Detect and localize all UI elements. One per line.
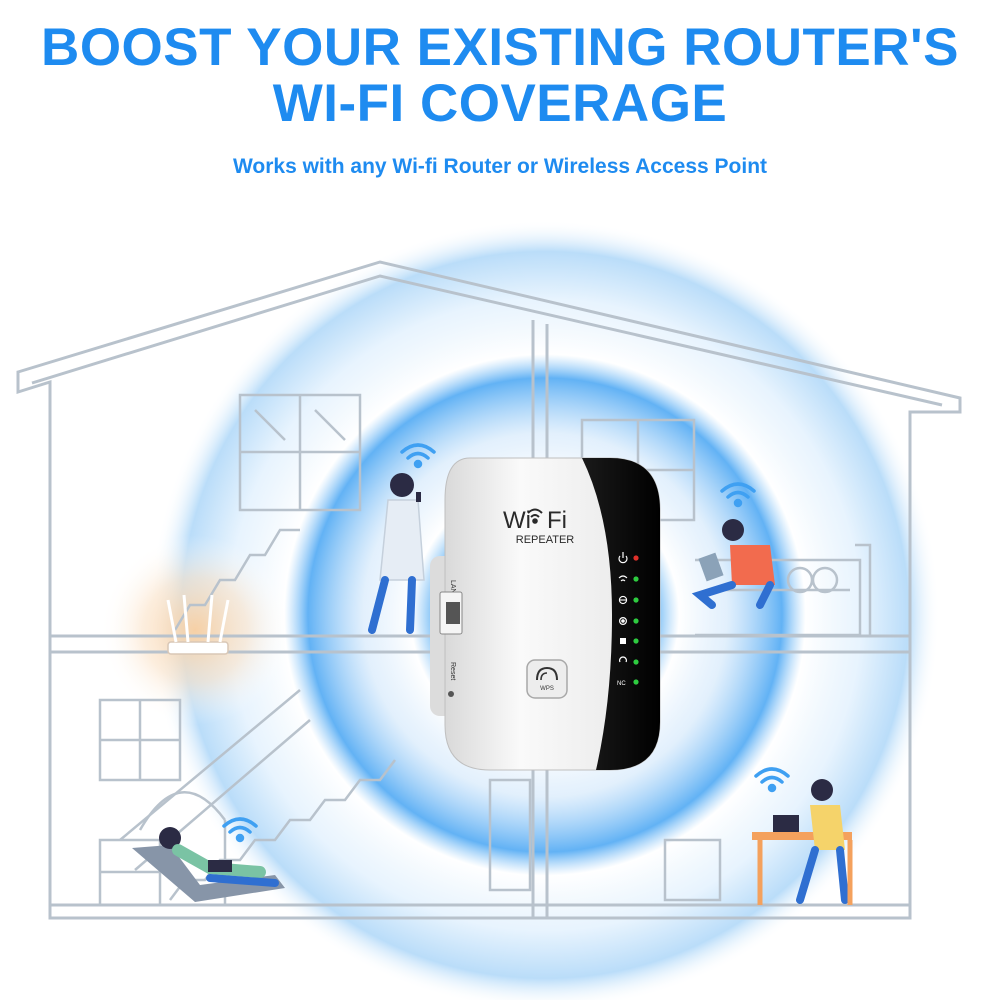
wps-button-icon — [536, 666, 558, 681]
settings-led — [633, 618, 639, 624]
globe-icon — [618, 595, 628, 605]
headline: BOOST YOUR EXISTING ROUTER'S WI-FI COVER… — [0, 20, 1000, 132]
power-icon — [618, 552, 628, 564]
lan-port-icon — [446, 602, 460, 624]
nc-label: NC — [617, 681, 626, 687]
headline-line-1: BOOST YOUR EXISTING ROUTER'S — [41, 18, 959, 77]
person-reclining-with-laptop — [132, 827, 285, 902]
person-sitting-with-laptop — [691, 519, 775, 609]
link-led — [633, 659, 639, 665]
device-brand-fi: Fi — [547, 507, 567, 534]
person-at-desk-with-laptop — [752, 779, 853, 905]
power-led — [633, 555, 639, 561]
wifi-icon — [618, 575, 628, 582]
lan-port-label: LAN — [449, 580, 456, 594]
link-icon — [619, 656, 627, 663]
wps-button[interactable] — [526, 659, 568, 699]
status-led-panel: NC — [617, 552, 639, 687]
router — [166, 594, 230, 655]
wifi-icon — [527, 508, 543, 524]
nc-led — [633, 679, 639, 685]
reset-button[interactable] — [448, 691, 454, 697]
wifi-led — [633, 576, 639, 582]
wifi-signal-icon — [720, 482, 756, 508]
settings-icon — [618, 616, 627, 625]
lan-led — [633, 638, 639, 644]
wps-label: WPS — [540, 686, 554, 692]
wifi-repeater-device: Wi Fi REPEATER LAN Reset WPS — [430, 457, 661, 771]
subheadline: Works with any Wi-fi Router or Wireless … — [232, 155, 768, 178]
device-brand-wi: Wi — [503, 507, 531, 534]
wifi-signal-icon — [222, 817, 258, 843]
wifi-signal-icon — [400, 443, 436, 469]
headline-line-2: WI-FI COVERAGE — [272, 74, 728, 133]
person-standing-with-phone — [368, 473, 425, 634]
router-glow — [100, 535, 290, 725]
wifi-signal-icon — [754, 767, 790, 793]
reset-label: Reset — [449, 662, 456, 680]
internet-led — [633, 597, 639, 603]
device-model: REPEATER — [516, 534, 575, 546]
lan-port-icon — [620, 638, 626, 644]
